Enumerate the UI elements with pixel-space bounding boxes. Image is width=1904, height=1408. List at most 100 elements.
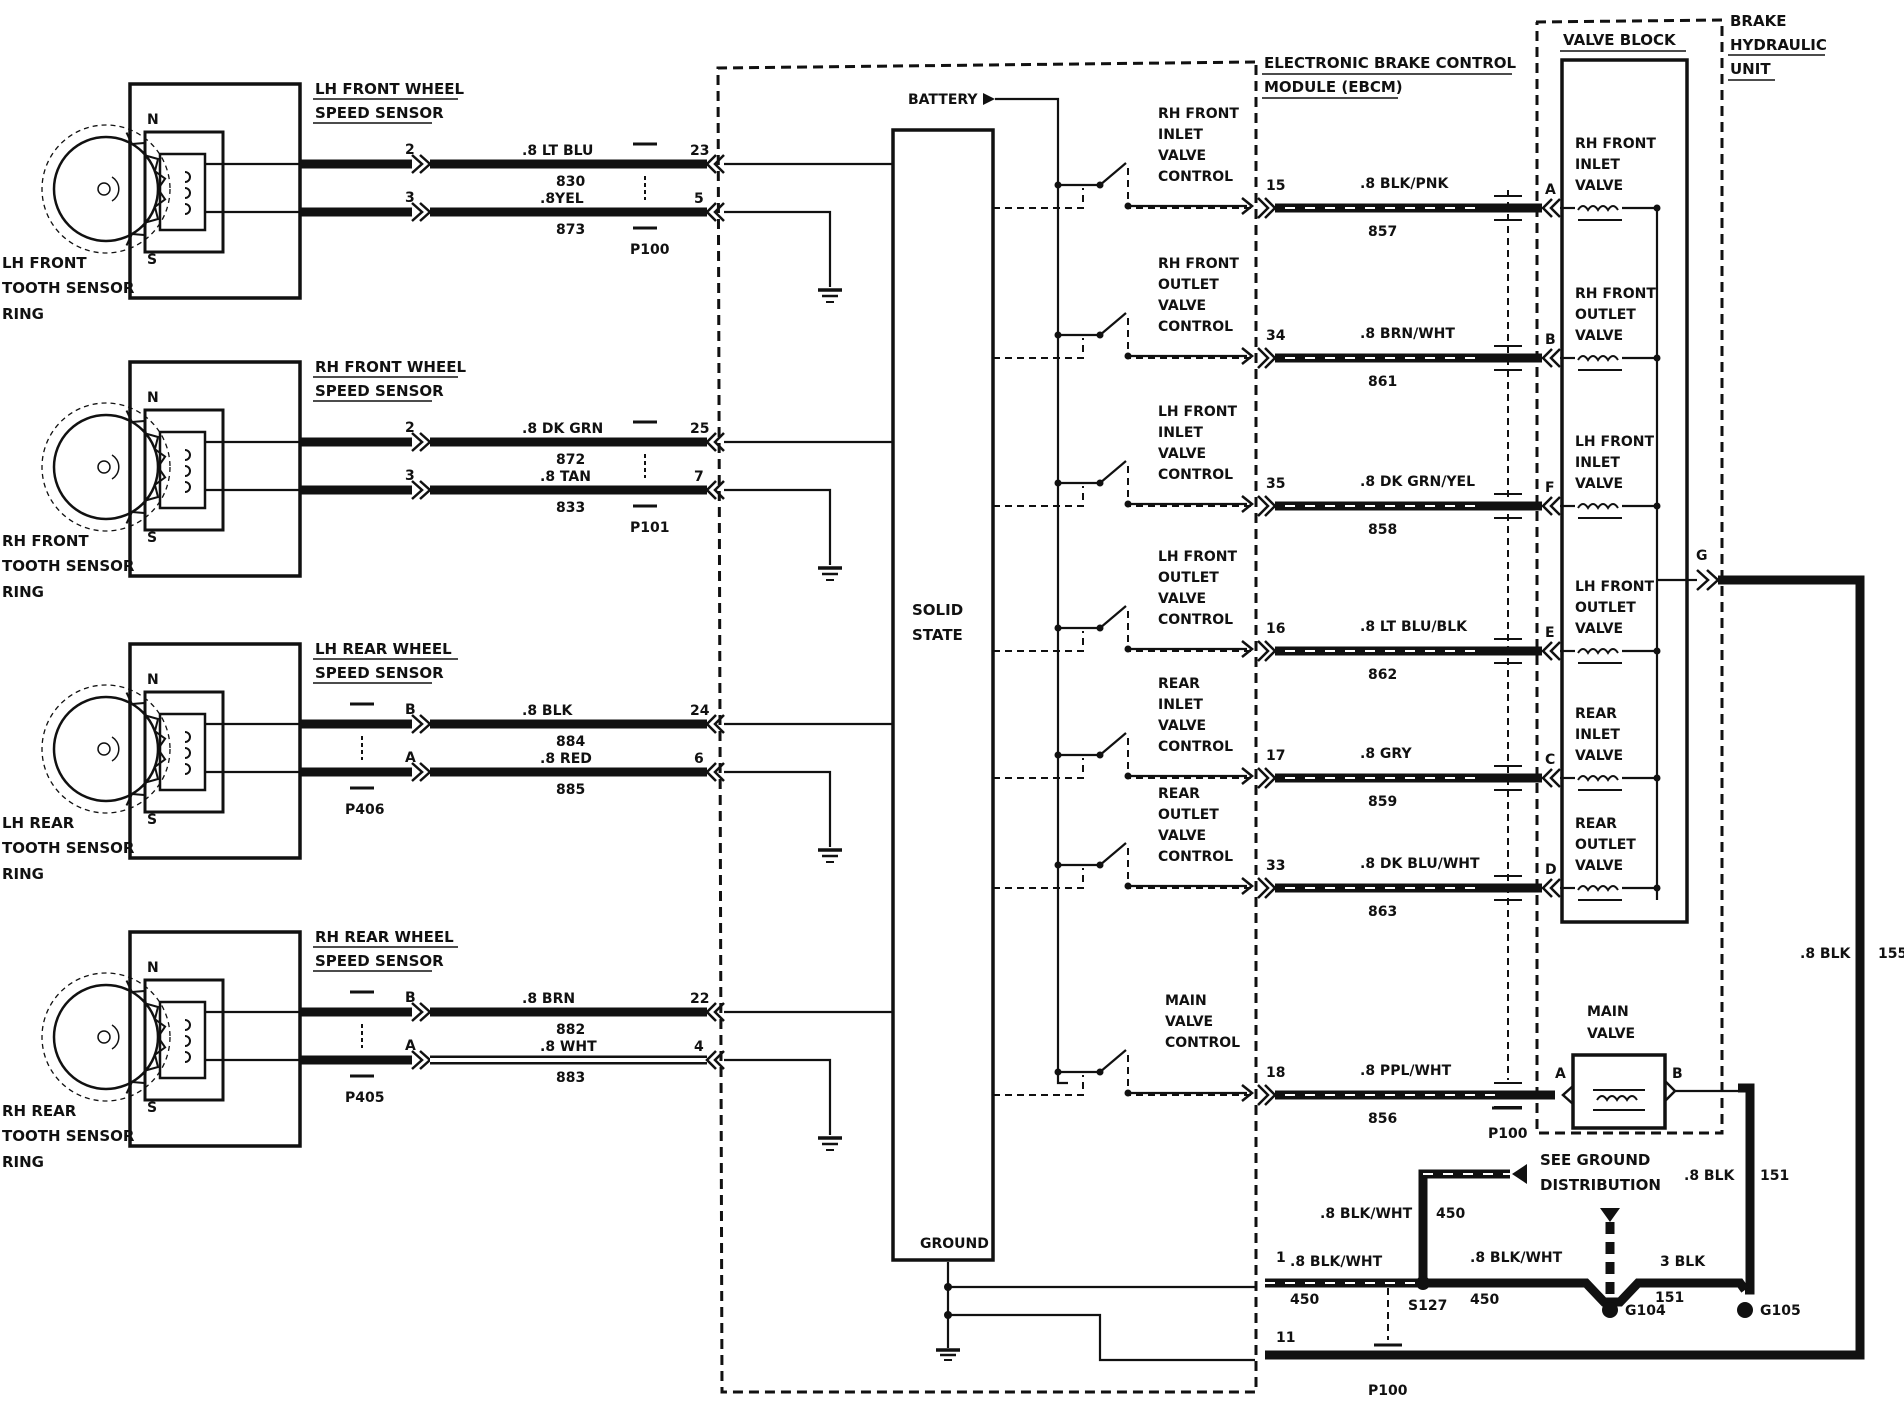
valve-label-line3: VALVE	[1575, 858, 1623, 874]
ebcm-out-chevron	[1257, 877, 1270, 899]
brake-hydraulic-unit: BRAKE HYDRAULIC UNIT VALVE BLOCK G MAIN …	[1488, 12, 1827, 1142]
valve-control-line3: VALVE	[1158, 591, 1206, 607]
output-arrow	[1241, 767, 1255, 785]
harness-wire-color: .8 PPL/WHT	[1360, 1063, 1452, 1079]
tooth-ring-outline	[41, 684, 171, 814]
valve-label-line3: VALVE	[1575, 328, 1623, 344]
tooth-ring-teeth	[125, 980, 167, 1094]
valve-block-chevron	[1541, 198, 1553, 218]
connector-label: P100	[630, 242, 670, 258]
wire-circuit-top: 872	[556, 452, 585, 468]
valve-block-pin: C	[1545, 752, 1555, 768]
valve-control-line3: CONTROL	[1165, 1035, 1240, 1051]
valve-control-line1: REAR	[1158, 676, 1200, 692]
valve-control-line4: CONTROL	[1158, 612, 1233, 628]
ebcm-connector-chevron	[705, 1002, 717, 1022]
ring-hub-icon	[97, 460, 111, 474]
sensor-title-line1: RH FRONT WHEEL	[315, 358, 466, 376]
coil-winding	[184, 1019, 191, 1031]
coil-winding	[184, 1051, 191, 1063]
ebcm-connector-chevron	[705, 762, 717, 782]
tooth-ring	[52, 413, 160, 521]
control-link	[993, 338, 1084, 359]
valve-control-line4: CONTROL	[1158, 849, 1233, 865]
harness-wire-circuit: 862	[1368, 667, 1397, 683]
sensor-pin-top: 2	[405, 420, 415, 436]
valve-control-line2: INLET	[1158, 127, 1203, 143]
switch-blade	[1099, 842, 1127, 866]
junction-dot	[1054, 624, 1062, 632]
valve-control-line3: VALVE	[1158, 828, 1206, 844]
sensor-housing	[128, 930, 302, 1148]
valve-block-chevron	[1549, 348, 1561, 368]
valve-control-line1: MAIN	[1165, 993, 1207, 1009]
valve-control-line2: INLET	[1158, 697, 1203, 713]
sensor-pin-top: 2	[405, 142, 415, 158]
valve-label-line1: LH FRONT	[1575, 434, 1654, 450]
sensor-coil	[158, 430, 207, 510]
valve-control-line4: CONTROL	[1158, 319, 1233, 335]
ebcm-ground-symbol	[936, 1340, 960, 1361]
rotation-arrow-icon	[111, 176, 120, 202]
sensor-pin-bot: 3	[405, 190, 415, 206]
solid-state-ground-label: GROUND	[920, 1236, 989, 1252]
internal-wire	[724, 210, 832, 287]
main-valve-line1: MAIN	[1587, 1004, 1629, 1020]
sensor-title-line2: SPEED SENSOR	[315, 664, 444, 682]
switch-link	[1127, 1055, 1255, 1096]
riser-wire-color: .8 BLK/WHT	[1320, 1206, 1413, 1222]
wire-color-bot: .8 TAN	[540, 469, 591, 485]
wire-color-top: .8 LT BLU	[522, 143, 593, 159]
main-b-wire-color: .8 BLK	[1684, 1168, 1736, 1184]
g-wire-color: .8 BLK	[1800, 946, 1852, 962]
control-link	[993, 758, 1084, 779]
valve-control-line2: OUTLET	[1158, 277, 1219, 293]
junction-dot	[1054, 751, 1062, 759]
ebcm-output-pin: 34	[1266, 328, 1286, 344]
sensor-title-line1: LH FRONT WHEEL	[315, 80, 464, 98]
ebcm-title-line2: MODULE (EBCM)	[1264, 78, 1403, 96]
ring-label-line1: LH FRONT	[2, 254, 87, 272]
hydraulic-unit-line2: HYDRAULIC	[1730, 36, 1827, 54]
ebcm-pin-top: 23	[690, 143, 709, 159]
sensor-title-line2: SPEED SENSOR	[315, 382, 444, 400]
valve-coil-icon	[1577, 775, 1622, 791]
pole-s-label: S	[147, 812, 157, 828]
valve-block-chevron	[1541, 768, 1553, 788]
main-b-wire-circuit: 151	[1760, 1168, 1789, 1184]
output-arrow	[1241, 495, 1255, 513]
ebcm-module: ELECTRONIC BRAKE CONTROL MODULE (EBCM) S…	[716, 54, 1516, 1394]
splice-s127	[1416, 1276, 1430, 1290]
g-wire-circuit: 155	[1878, 946, 1904, 962]
wire-circuit-bot: 873	[556, 222, 585, 238]
see-ground-line1: SEE GROUND	[1540, 1151, 1650, 1169]
connector-chevron	[411, 154, 424, 174]
pole-s-label: S	[147, 252, 157, 268]
coil-winding	[184, 203, 191, 215]
ground-g105	[1737, 1302, 1753, 1318]
ebcm-pin-top: 22	[690, 991, 709, 1007]
solid-state-line1: SOLID	[912, 601, 963, 619]
sensor-pin-bot: A	[405, 750, 416, 766]
tooth-ring	[52, 983, 160, 1091]
sensor-pole-box	[143, 978, 225, 1102]
sensor-coil	[158, 712, 207, 792]
control-link	[993, 486, 1084, 507]
sensor-pin-top: B	[405, 990, 416, 1006]
tooth-ring	[52, 695, 160, 803]
valve-control-line1: RH FRONT	[1158, 256, 1239, 272]
output-arrow	[1241, 640, 1255, 658]
tooth-ring-teeth	[125, 692, 167, 806]
valve-label-line3: VALVE	[1575, 748, 1623, 764]
ebcm-connector-chevron	[705, 714, 717, 734]
ebcm-connector-chevron	[713, 154, 725, 174]
coil-winding	[184, 465, 191, 477]
output-arrow	[1241, 197, 1255, 215]
ebcm-pin-bot: 5	[694, 191, 704, 207]
sensor-pin-bot: A	[405, 1038, 416, 1054]
pole-n-label: N	[147, 960, 159, 976]
ring-label-line3: RING	[2, 1153, 44, 1171]
valve-label-line3: VALVE	[1575, 178, 1623, 194]
